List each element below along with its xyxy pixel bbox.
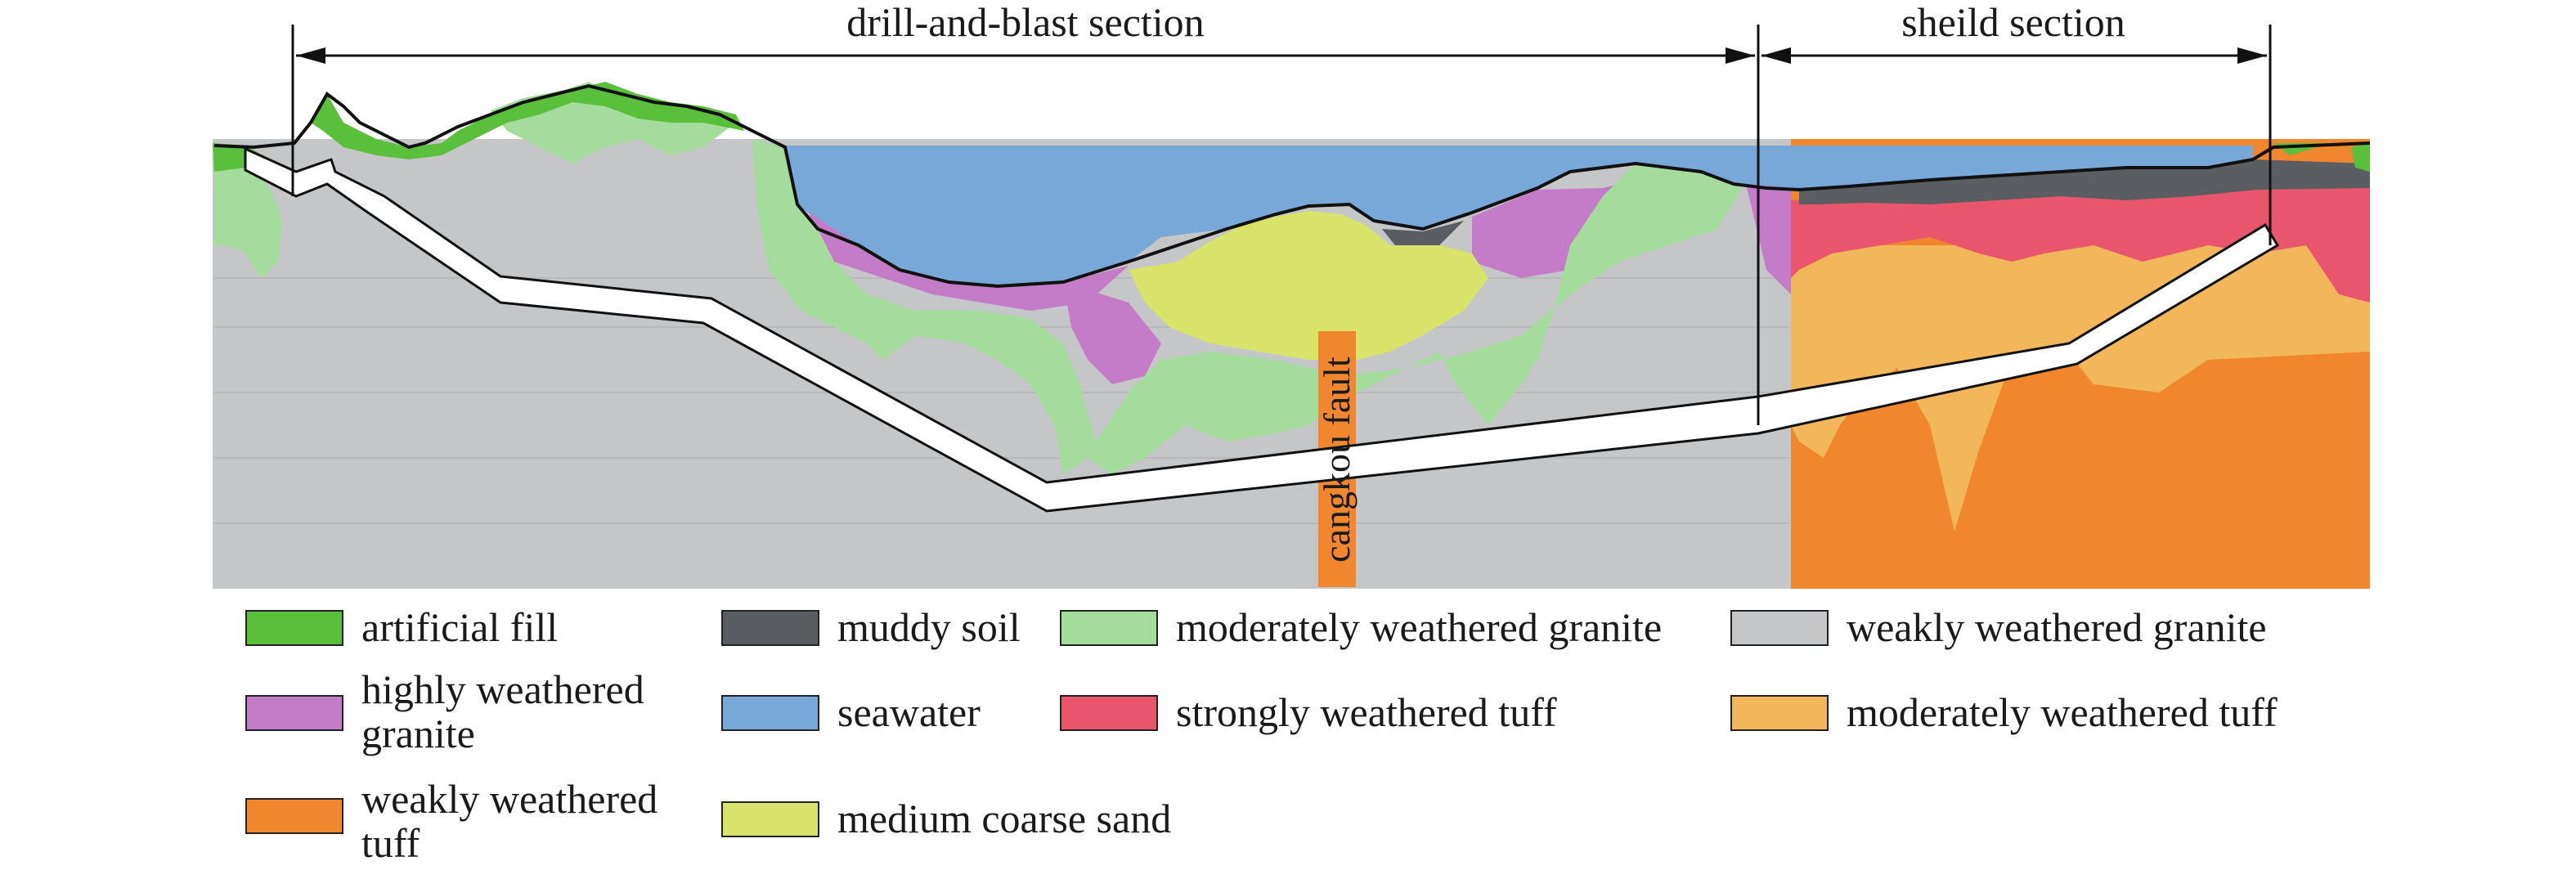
legend-item-weakly-weathered-tuff: weakly weathered tuff (245, 777, 689, 865)
highly-weathered-granite-patch (1063, 282, 1161, 384)
legend-item-moderately-weathered-tuff: moderately weathered tuff (1730, 690, 2278, 734)
legend-label: highly weathered granite (361, 666, 644, 756)
moderately-weathered-granite-swatch (1060, 610, 1158, 646)
shield-dimension (1761, 47, 2267, 64)
legend-item-weakly-weathered-granite: weakly weathered granite (1730, 605, 2267, 649)
legend-label: weakly weathered tuff (361, 776, 658, 866)
strongly-weathered-tuff-swatch (1060, 695, 1158, 731)
drill-and-blast-label: drill-and-blast section (846, 0, 1204, 45)
artificial-fill-swatch (245, 610, 343, 646)
strongly-weathered-tuff-layer (1791, 176, 2370, 303)
drill-and-blast-dimension (296, 47, 1755, 64)
muddy-soil-swatch (721, 610, 819, 646)
legend-label: artificial fill (361, 604, 559, 650)
weakly-weathered-tuff-swatch (245, 798, 343, 834)
legend-item-strongly-weathered-tuff: strongly weathered tuff (1060, 690, 1557, 734)
legend-label: strongly weathered tuff (1176, 689, 1557, 735)
legend-item-medium-coarse-sand: medium coarse sand (721, 796, 1171, 841)
muddy-soil-pocket (1382, 221, 1464, 249)
legend-label: weakly weathered granite (1847, 604, 2267, 650)
legend-label: moderately weathered tuff (1847, 689, 2278, 735)
cangkou-fault-label: cangkou fault (1316, 357, 1358, 563)
medium-coarse-sand-layer (1129, 211, 1488, 360)
shield-section-label: sheild section (1901, 0, 2125, 45)
medium-coarse-sand-swatch (721, 801, 819, 837)
muddy-soil-layer (1799, 159, 2370, 204)
moderately-weathered-granite-west (214, 159, 282, 278)
legend-item-seawater: seawater (721, 690, 981, 734)
legend-item-moderately-weathered-granite: moderately weathered granite (1060, 605, 1662, 649)
moderately-weathered-tuff-swatch (1730, 695, 1829, 731)
legend-label: muddy soil (837, 604, 1021, 650)
legend-label: medium coarse sand (837, 796, 1172, 841)
legend-label: moderately weathered granite (1176, 604, 1663, 650)
legend-label: seawater (837, 689, 981, 735)
highly-weathered-granite-layer (810, 213, 1129, 311)
moderately-weathered-granite-layer (752, 139, 1742, 474)
legend-item-artificial-fill: artificial fill (245, 605, 558, 649)
legend-item-highly-weathered-granite: highly weathered granite (245, 667, 689, 756)
weakly-weathered-granite-swatch (1730, 610, 1829, 646)
legend-item-muddy-soil: muddy soil (721, 605, 1021, 649)
moderately-weathered-tuff-layer (1791, 245, 2370, 531)
artificial-fill-east-edge (2351, 143, 2370, 172)
seawater-layer (785, 146, 2253, 286)
artificial-fill-hilltop (311, 82, 744, 159)
highly-weathered-granite-swatch (245, 695, 343, 731)
seawater-swatch (721, 695, 819, 731)
ground-profile-line (213, 83, 2371, 289)
